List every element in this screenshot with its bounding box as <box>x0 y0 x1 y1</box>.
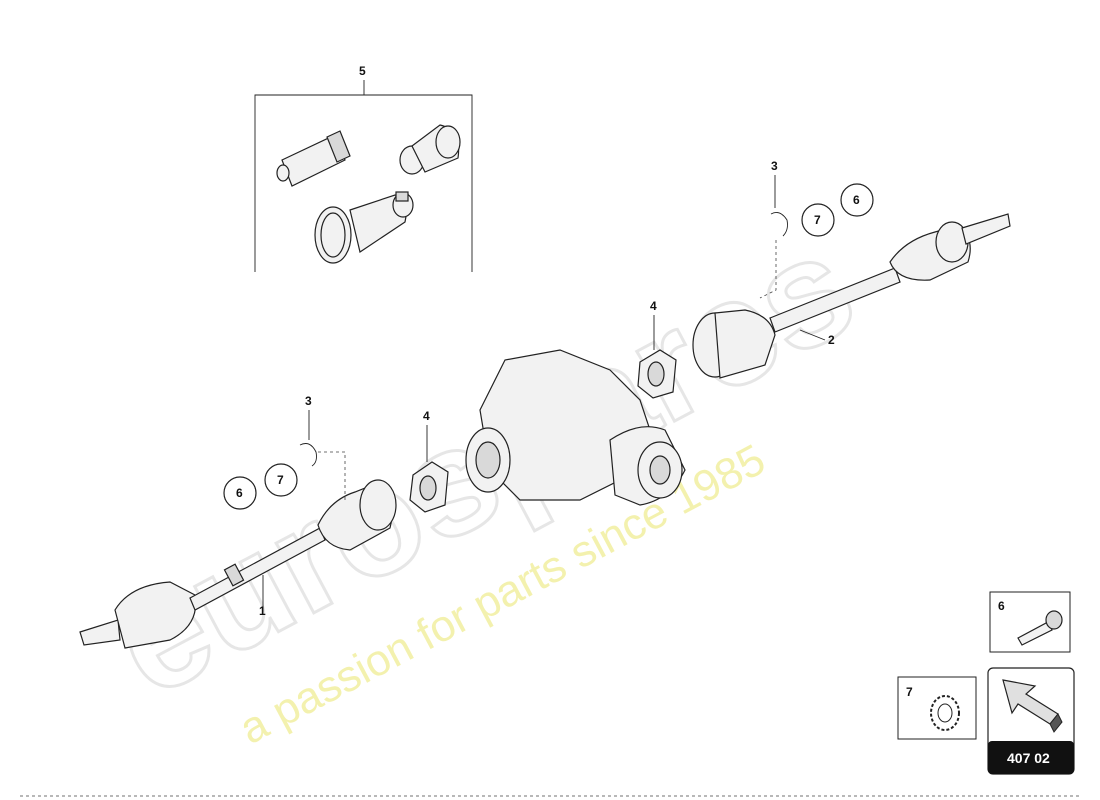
grease-tube-icon <box>276 130 351 187</box>
right-seal: 4 <box>637 299 677 399</box>
left-drive-shaft: 1 <box>79 479 397 649</box>
right-circlip: 3 <box>759 159 788 299</box>
callout-2: 2 <box>828 333 835 347</box>
circle-7-left: 7 <box>264 463 298 497</box>
circle-6-left: 6 <box>223 476 257 510</box>
circle-7-right: 7 <box>801 203 835 237</box>
svg-text:6: 6 <box>236 486 243 500</box>
callout-5: 5 <box>359 64 366 78</box>
svg-text:7: 7 <box>277 473 284 487</box>
differential-housing <box>465 349 686 506</box>
large-boot-icon <box>314 191 414 264</box>
callout-4-right: 4 <box>650 299 657 313</box>
left-circlip: 3 <box>299 394 346 500</box>
callout-3-right: 3 <box>771 159 778 173</box>
legend-bolt-label: 6 <box>998 599 1005 613</box>
svg-text:7: 7 <box>814 213 821 227</box>
page-reference-number: 407 02 <box>1007 750 1050 766</box>
svg-text:6: 6 <box>853 193 860 207</box>
legend-washer: 7 <box>897 676 977 740</box>
legend-washer-label: 7 <box>906 685 913 699</box>
callout-3-left: 3 <box>305 394 312 408</box>
right-drive-shaft: 2 <box>692 213 1011 379</box>
left-seal: 4 <box>409 409 449 513</box>
boot-kit-group: 5 <box>254 64 473 272</box>
small-boot-icon <box>399 124 461 175</box>
callout-1: 1 <box>259 604 266 618</box>
lock-washer-icon <box>930 695 960 731</box>
legend-bolt: 6 <box>989 591 1071 653</box>
page-reference: 407 02 <box>987 667 1075 775</box>
circle-6-right: 6 <box>840 183 874 217</box>
arrow-icon <box>1002 679 1063 733</box>
callout-4-left: 4 <box>423 409 430 423</box>
bolt-icon <box>1017 610 1063 646</box>
